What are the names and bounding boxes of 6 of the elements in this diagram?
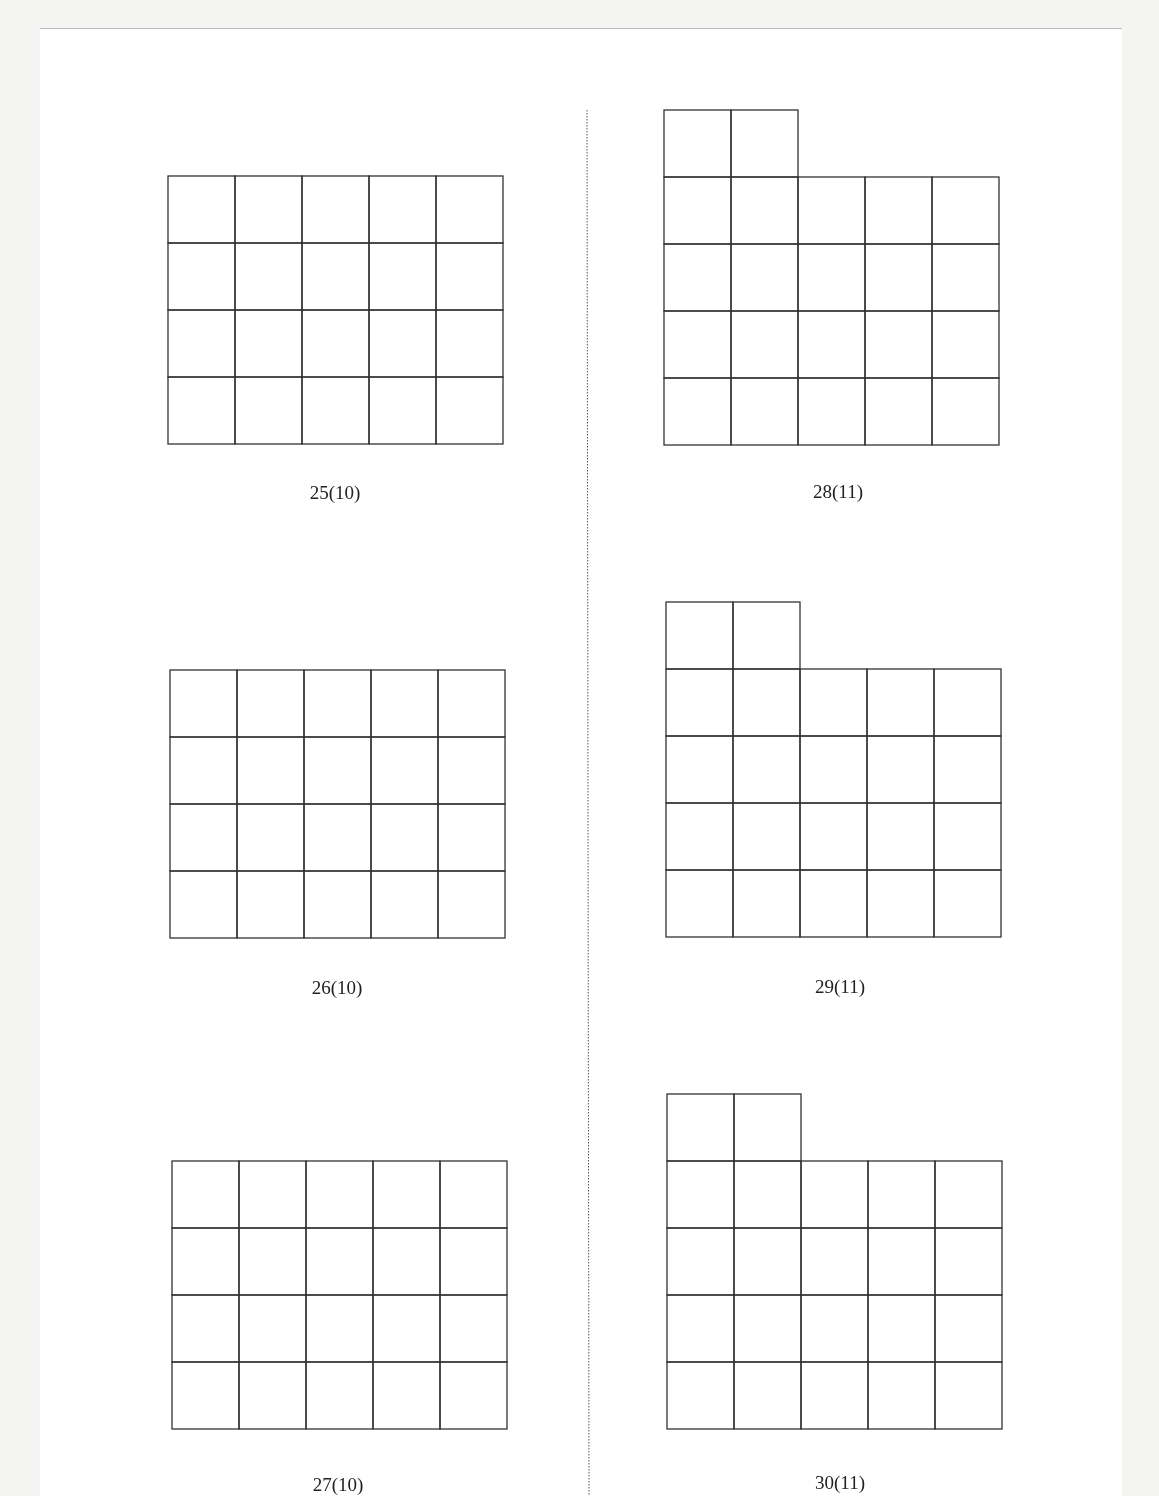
figure-label: 26(10) [311, 978, 363, 997]
figure-label: 29(11) [815, 977, 865, 996]
figure-label: 28(11) [813, 482, 863, 501]
figure-label: 27(10) [312, 1475, 364, 1494]
figure-label: 25(10) [309, 483, 361, 502]
figure-label: 30(11) [815, 1473, 865, 1492]
